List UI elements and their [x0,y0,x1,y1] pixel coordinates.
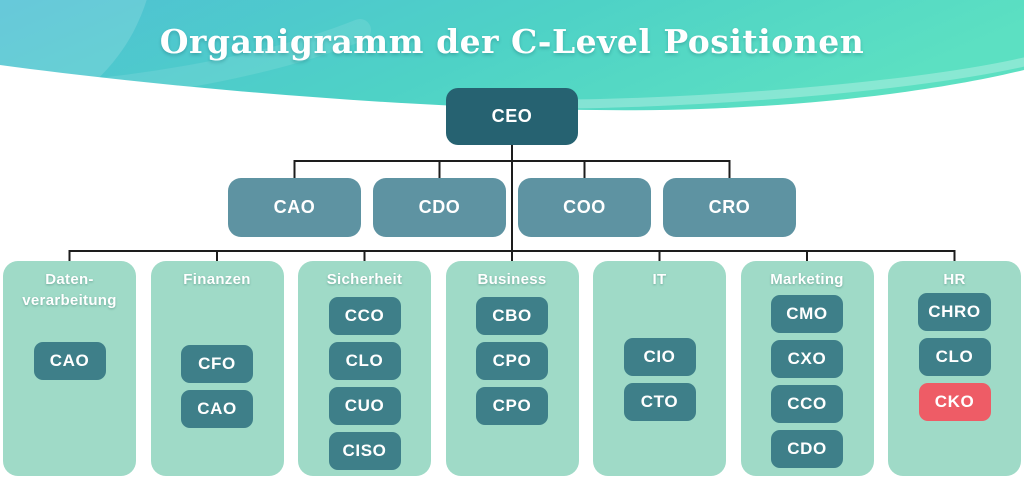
role-node: CLO [918,338,991,376]
role-node: CAO [181,390,253,428]
role-node: CXO [771,340,843,378]
role-node: CCO [771,385,843,423]
role-list: CIO CTO [623,338,696,421]
department-title: Business [477,271,547,288]
department-title: Sicherheit [326,271,403,288]
level2-node-cdo: CDO [373,178,506,237]
department-card-finanzen: Finanzen CFO CAO [150,261,284,476]
department-card-sicherheit: Sicherheit CCO CLO CUO CISO [298,261,431,476]
role-node: CUO [328,387,401,425]
role-node: CISO [328,432,401,470]
department-card-it: IT CIO CTO [593,261,726,476]
role-list: CMO CXO CCO CDO [771,295,843,468]
department-title: Finanzen [183,271,251,288]
role-node-highlighted: CKO [918,383,991,421]
role-node: CAO [33,342,106,380]
role-node: CHRO [918,293,991,331]
role-list: CBO CPO CPO [476,297,548,425]
department-title: HR [943,271,966,288]
role-list: CCO CLO CUO CISO [328,297,401,470]
level2-node-coo: COO [518,178,651,237]
departments-row: Daten- verarbeitung CAO Finanzen CFO CAO… [3,261,1021,476]
department-card-business: Business CBO CPO CPO [445,261,579,476]
department-title: Marketing [770,271,844,288]
department-card-hr: HR CHRO CLO CKO [888,261,1021,476]
role-node: CCO [328,297,401,335]
header-wave [0,0,1024,128]
role-list: CFO CAO [181,345,253,428]
role-node: CFO [181,345,253,383]
role-node: CBO [476,297,548,335]
role-list: CHRO CLO CKO [918,293,991,421]
level2-node-cro: CRO [663,178,796,237]
role-list: CAO [33,342,106,380]
department-title: Daten- verarbeitung [22,271,117,309]
level2-node-cao: CAO [228,178,361,237]
ceo-node: CEO [446,88,578,145]
role-node: CMO [771,295,843,333]
role-node: CPO [476,387,548,425]
department-card-marketing: Marketing CMO CXO CCO CDO [740,261,874,476]
role-node: CPO [476,342,548,380]
department-title: IT [652,271,667,288]
role-node: CIO [623,338,696,376]
role-node: CDO [771,430,843,468]
page-title: Organigramm der C-Level Positionen [159,22,865,61]
role-node: CTO [623,383,696,421]
role-node: CLO [328,342,401,380]
department-card-datenverarbeitung: Daten- verarbeitung CAO [3,261,136,476]
level2-row: CAO CDO COO CRO [228,178,796,237]
